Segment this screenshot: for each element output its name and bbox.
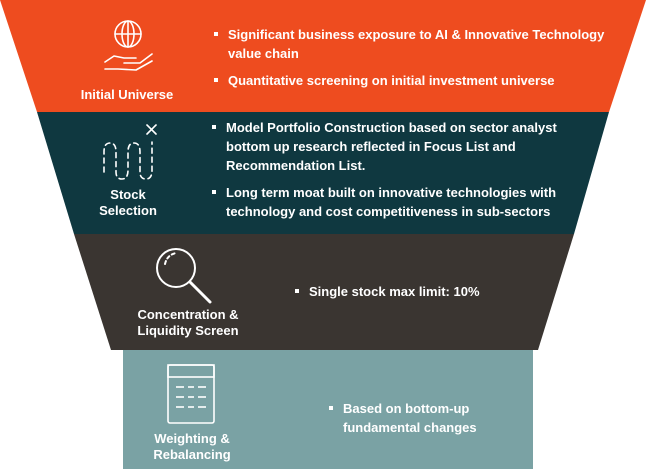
- target-mark-icon: [146, 124, 157, 135]
- stage-2-bullet-1: Model Portfolio Construction based on se…: [210, 118, 565, 175]
- stage-3-bullets: Single stock max limit: 10%: [293, 282, 533, 309]
- stage-4-bullets: Based on bottom-up fundamental changes: [327, 399, 507, 445]
- stage-1-band: [0, 0, 646, 112]
- stage-2-bullet-2: Long term moat built on innovative techn…: [210, 183, 565, 221]
- stage-3-band: [74, 234, 574, 350]
- selection-path-icon: [103, 141, 153, 180]
- stage-1-bullets: Significant business exposure to AI & In…: [212, 25, 612, 98]
- stage-4-bullet-1: Based on bottom-up fundamental changes: [327, 399, 507, 437]
- stage-1-label: Initial Universe: [80, 87, 174, 102]
- calculator-icon: [167, 364, 215, 424]
- stage-3-bullet-1: Single stock max limit: 10%: [293, 282, 533, 301]
- globe-in-hand-icon: [104, 20, 153, 71]
- stage-1-bullet-2: Quantitative screening on initial invest…: [212, 71, 612, 90]
- stage-1-bullet-1: Significant business exposure to AI & In…: [212, 25, 612, 63]
- magnifier-icon: [156, 248, 212, 304]
- stage-2-band: [37, 112, 609, 234]
- stage-3-label: Concentration & Liquidity Screen: [137, 307, 239, 338]
- stage-4-band: [123, 350, 533, 469]
- stage-2-bullets: Model Portfolio Construction based on se…: [210, 118, 565, 229]
- stage-4-label: Weighting & Rebalancing: [153, 431, 231, 462]
- stage-2-label: Stock Selection: [99, 187, 157, 218]
